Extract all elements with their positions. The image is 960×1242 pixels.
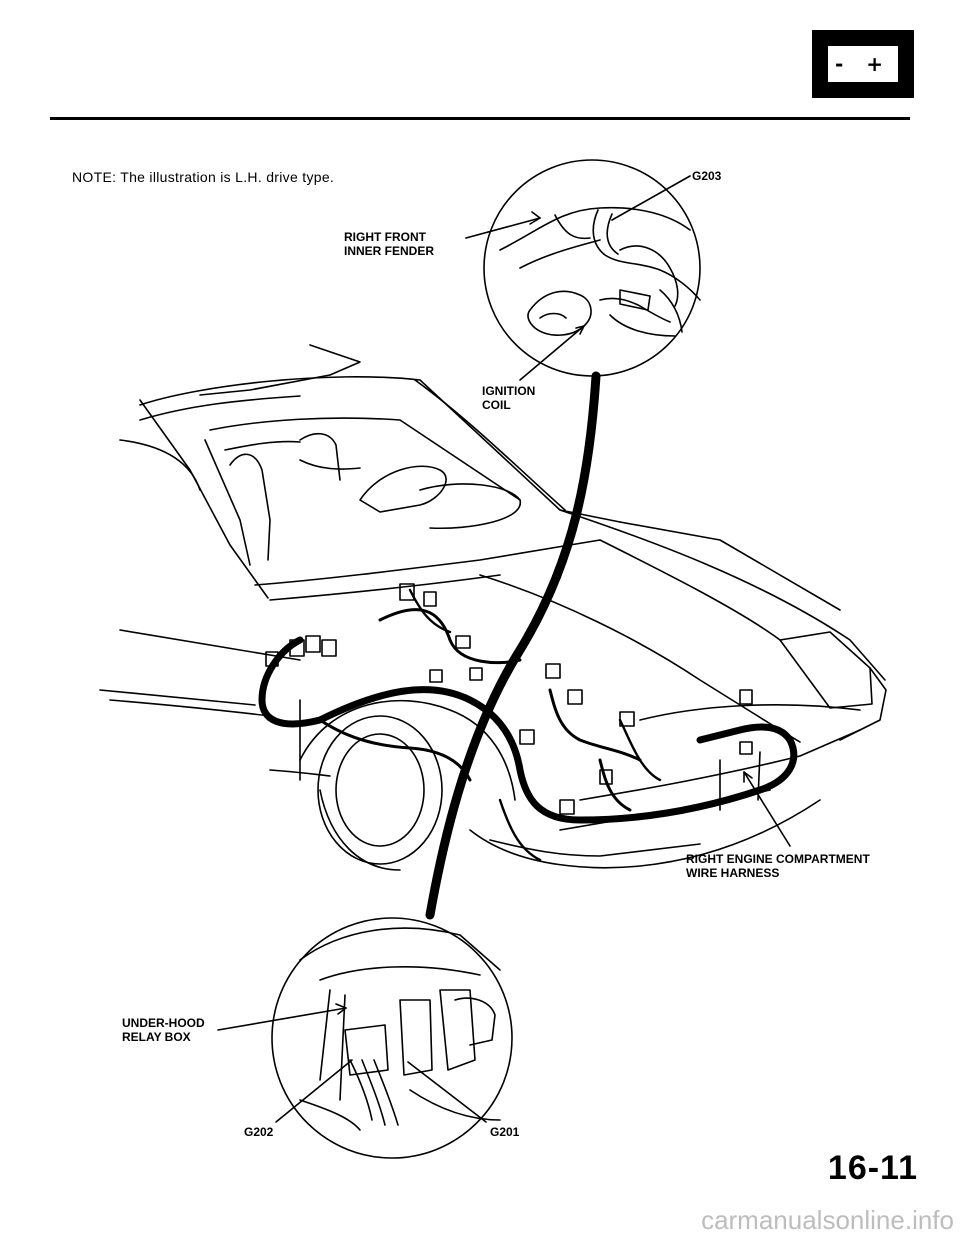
leader-g202 [275,1059,353,1123]
label-g201: G201 [490,1125,520,1139]
label-g203: G203 [692,169,722,183]
ground-cable [425,371,601,920]
leader-g201 [407,1061,487,1123]
front-wheel [317,715,443,865]
label-line: UNDER-HOOD [122,1016,205,1030]
leader-relay-box [217,1007,347,1031]
note-body: The illustration is L.H. drive type. [120,169,335,185]
page-number: 16-11 [827,1149,918,1187]
note-prefix: NOTE: [72,169,117,185]
engine-harness [258,636,798,824]
label-right-engine-harness: RIGHT ENGINE COMPARTMENT WIRE HARNESS [686,852,870,880]
label-line: WIRE HARNESS [686,866,780,880]
label-line: RIGHT FRONT [344,230,426,244]
label-line: INNER FENDER [344,244,435,258]
label-line: IGNITION [482,384,536,398]
label-right-front-inner-fender: RIGHT FRONT INNER FENDER [344,230,434,258]
label-under-hood-relay-box: UNDER-HOOD RELAY BOX [122,1016,205,1044]
leader-g203 [611,175,691,221]
header-rule [50,117,910,120]
note-text: NOTE: The illustration is L.H. drive typ… [72,169,334,185]
leader-ignition-coil [519,325,585,381]
label-line: RIGHT ENGINE COMPARTMENT [686,852,870,866]
label-g202: G202 [244,1125,274,1139]
detail-circle-bottom [271,917,513,1159]
battery-terminal-symbols: - + [828,46,898,82]
watermark: carmanualsonline.info [701,1205,954,1235]
leader-inner-fender [465,217,541,239]
label-ignition-coil: IGNITION COIL [482,384,535,412]
label-line: COIL [482,398,511,412]
detail-circle-top [483,159,701,377]
leader-engine-harness [743,771,791,847]
label-line: RELAY BOX [122,1030,191,1044]
battery-icon: - + [812,30,914,98]
